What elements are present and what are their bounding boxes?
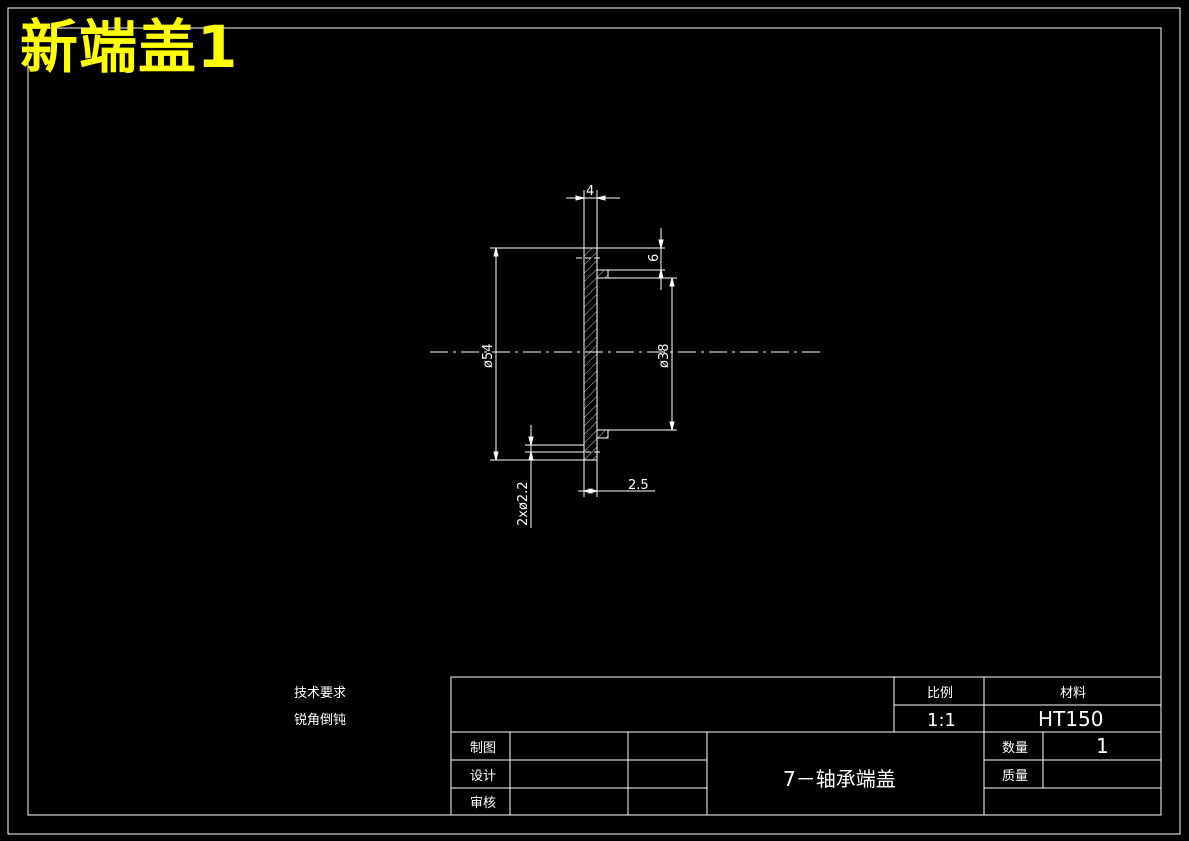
title-block — [450, 676, 1162, 816]
quantity-value: 1 — [1096, 734, 1109, 758]
dim-outer-diameter: ø54 — [481, 344, 496, 369]
part-section — [576, 247, 609, 461]
review-label: 审核 — [470, 796, 496, 811]
dim-flange: 2.5 — [628, 478, 649, 493]
dim-inner-diameter: ø38 — [657, 344, 672, 369]
scale-value: 1:1 — [927, 710, 956, 731]
scale-label: 比例 — [927, 686, 953, 701]
material-label: 材料 — [1060, 686, 1086, 701]
tech-req-item: 锐角倒钝 — [294, 713, 346, 728]
sheet-title: 新端盖1 — [20, 13, 239, 81]
part-name: 7－轴承端盖 — [783, 767, 896, 791]
dim-thickness: 4 — [586, 184, 594, 199]
dim-step: 6 — [647, 254, 662, 262]
drawn-label: 制图 — [470, 741, 496, 756]
tech-req-heading: 技术要求 — [294, 686, 346, 701]
dimension-lines — [493, 195, 675, 528]
mass-label: 质量 — [1002, 769, 1028, 784]
quantity-label: 数量 — [1002, 741, 1028, 756]
material-value: HT150 — [1038, 707, 1103, 731]
outer-border — [7, 7, 1181, 835]
dim-holes: 2xø2.2 — [516, 481, 531, 526]
design-label: 设计 — [470, 769, 496, 784]
